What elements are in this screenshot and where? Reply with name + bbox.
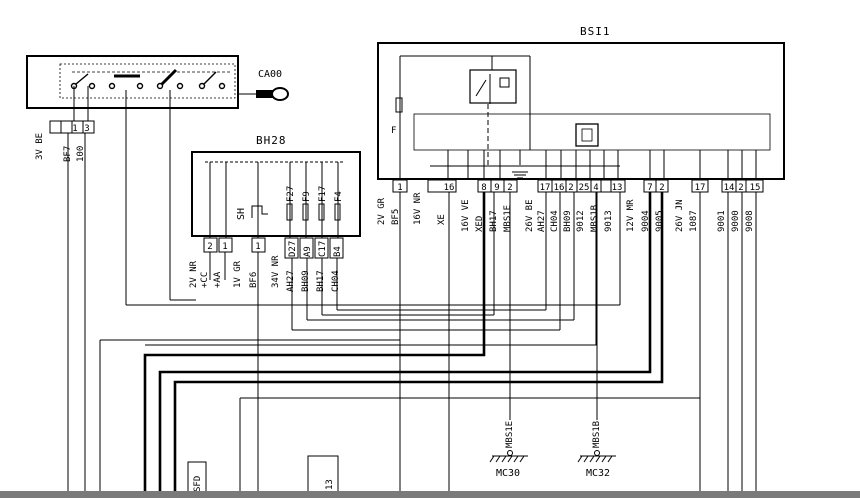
bsi-label-12v-mr: 12V MR bbox=[626, 199, 636, 232]
switch-box-frame bbox=[26, 55, 239, 109]
bsi-label-bf5: BF5 bbox=[391, 209, 401, 225]
bsi-label-9013: 9013 bbox=[604, 210, 614, 232]
bsi-pin-2b: 2 bbox=[568, 183, 573, 193]
bh28-box-b4: B4 bbox=[333, 246, 343, 257]
fuse-f9: F9 bbox=[302, 191, 312, 202]
bsi-label-bh09: BH09 bbox=[563, 210, 573, 232]
bsi-label-9012: 9012 bbox=[576, 210, 586, 232]
bsi-label-26v-jn: 26V JN bbox=[675, 199, 685, 232]
connector-label-ca00: CA00 bbox=[258, 69, 282, 80]
bh28-label-cc: +CC bbox=[200, 272, 210, 288]
wires-heavy bbox=[143, 192, 664, 498]
bsi1-module: BSI1 F bbox=[377, 25, 785, 232]
bsi-pin-15: 15 bbox=[750, 183, 761, 193]
fuse-f17: F17 bbox=[318, 186, 328, 202]
bh28-title: BH28 bbox=[256, 134, 287, 147]
left-pin-3: 3 bbox=[84, 124, 89, 134]
bsi-label-9000: 9000 bbox=[731, 210, 741, 232]
bh28-label-ah27: AH27 bbox=[286, 270, 296, 292]
bsi-pin-13: 13 bbox=[612, 183, 623, 193]
ground-wire-mbs1b: MBS1B bbox=[592, 421, 602, 448]
bsi-label-9001: 9001 bbox=[717, 210, 727, 232]
key-icon bbox=[238, 87, 289, 101]
bsi-label-2v-gr: 2V GR bbox=[377, 197, 387, 225]
bsi-pin-2a: 2 bbox=[507, 183, 512, 193]
bsi-label-ah27: AH27 bbox=[537, 210, 547, 232]
bsi-pin-17a: 17 bbox=[540, 183, 551, 193]
ground-wire-mbs1e: MBS1E bbox=[505, 421, 515, 448]
bsi-pin-2d: 2 bbox=[738, 183, 743, 193]
bsi-label-xe: XE bbox=[437, 214, 447, 225]
partial-label-sfd: SFD bbox=[193, 476, 203, 492]
bh28-box-d27: D27 bbox=[288, 241, 298, 257]
bh28-frame bbox=[191, 151, 361, 237]
bh28-module: BH28 F27 F9 F17 F4 SH 2 1 bbox=[189, 134, 361, 292]
bsi-pin-8: 8 bbox=[481, 183, 486, 193]
left-pin-1: 1 bbox=[72, 124, 77, 134]
bsi-pin-17b: 17 bbox=[695, 183, 706, 193]
bsi-label-9004: 9004 bbox=[641, 210, 651, 232]
bsi-pin-4: 4 bbox=[593, 183, 598, 193]
bh28-label-2v-nr: 2V NR bbox=[189, 260, 199, 288]
viewer-status-bar bbox=[0, 491, 860, 498]
bh28-label-aa: +AA bbox=[213, 271, 223, 288]
bsi-label-mbs1e: MBS1E bbox=[503, 205, 513, 232]
wires-thin bbox=[67, 86, 757, 498]
ground-label-mc30: MC30 bbox=[496, 468, 520, 479]
bsi1-title: BSI1 bbox=[580, 25, 611, 38]
bsi-pin-16a: 16 bbox=[444, 183, 455, 193]
bh28-pin-2: 2 bbox=[207, 242, 212, 252]
ground-mc32: MBS1B MC32 bbox=[577, 421, 616, 479]
bsi-pin-9: 9 bbox=[494, 183, 499, 193]
bh28-label-bh09: BH09 bbox=[301, 270, 311, 292]
bh28-pin-1b: 1 bbox=[255, 242, 260, 252]
left-label-3v-be: 3V BE bbox=[35, 133, 45, 160]
bh28-label-ch04: CH04 bbox=[331, 270, 341, 292]
shunt-label: SH bbox=[236, 208, 247, 220]
switch-box: CA00 bbox=[26, 55, 289, 109]
bh28-label-1v-gr: 1V GR bbox=[233, 260, 243, 288]
fuse-f4: F4 bbox=[334, 191, 344, 202]
ignition-switch-contacts bbox=[70, 68, 230, 90]
bh28-label-bf6: BF6 bbox=[249, 272, 259, 288]
bsi-label-16v-nr: 16V NR bbox=[413, 192, 423, 225]
bsi-pin-16b: 16 bbox=[554, 183, 565, 193]
bsi1-inner-label: F bbox=[391, 126, 396, 136]
ground-mc30: MBS1E MC30 bbox=[489, 421, 528, 479]
bsi1-frame bbox=[377, 42, 785, 180]
bsi-pin-7: 7 bbox=[647, 183, 652, 193]
partial-label-13: 13 bbox=[325, 479, 335, 490]
bh28-label-bh17: BH17 bbox=[316, 270, 326, 292]
bsi-pin-14: 14 bbox=[724, 183, 735, 193]
bh28-box-a9: A9 bbox=[303, 246, 313, 257]
bsi-label-mbs1b: MBS1B bbox=[590, 205, 600, 232]
bsi-label-ch04: CH04 bbox=[550, 210, 560, 232]
bsi-label-1087: 1087 bbox=[689, 210, 699, 232]
bsi-pin-1: 1 bbox=[397, 183, 402, 193]
bsi-label-26v-be: 26V BE bbox=[525, 199, 535, 232]
bsi-pin-25: 25 bbox=[579, 183, 590, 193]
bsi-label-xed: XED bbox=[475, 216, 485, 232]
bh28-label-34v-nr: 34V NR bbox=[271, 255, 281, 288]
bsi-label-16v-ve: 16V VE bbox=[461, 199, 471, 232]
ground-label-mc32: MC32 bbox=[586, 468, 610, 479]
bh28-pin-1a: 1 bbox=[222, 242, 227, 252]
fuse-f27: F27 bbox=[286, 186, 296, 202]
bsi-label-9005: 9005 bbox=[655, 210, 665, 232]
bsi-label-9008: 9008 bbox=[745, 210, 755, 232]
bh28-box-c17: C17 bbox=[318, 241, 328, 257]
left-label-100: 100 bbox=[76, 146, 86, 162]
bsi-pin-2c: 2 bbox=[659, 183, 664, 193]
